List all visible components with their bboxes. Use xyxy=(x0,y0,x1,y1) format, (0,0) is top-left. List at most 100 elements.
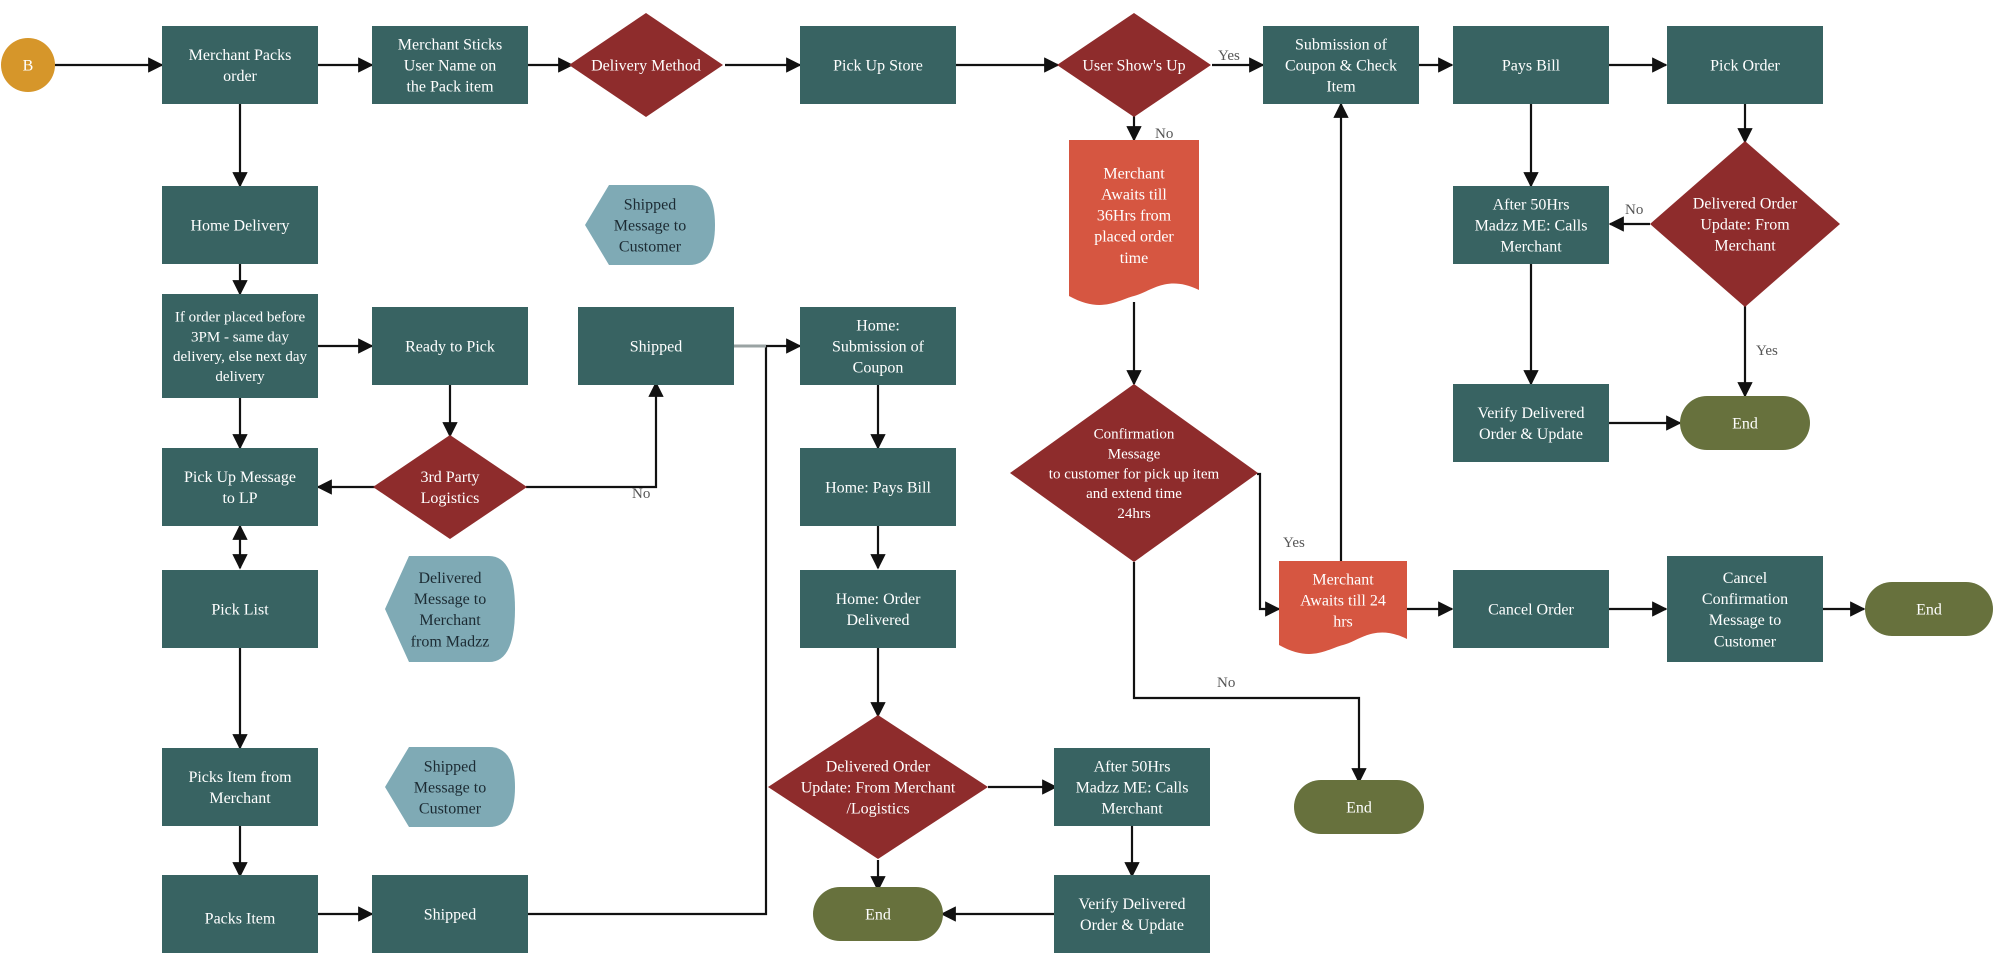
node-label: End xyxy=(865,907,891,924)
node-label: Home: Pays Bill xyxy=(825,480,931,497)
node-pick-order: Pick Order xyxy=(1667,26,1823,104)
node-shipped-mid: Shipped xyxy=(578,307,734,385)
node-packs-item: Packs Item xyxy=(162,875,318,953)
node-shape xyxy=(813,887,943,941)
edges xyxy=(55,57,1866,922)
node-shape xyxy=(162,26,318,104)
node-shape xyxy=(1453,26,1609,104)
node-shape xyxy=(372,26,528,104)
node-shipped-bottom: Shipped xyxy=(372,875,528,953)
node-label: Pick List xyxy=(211,602,269,619)
node-shape xyxy=(1650,141,1840,307)
node-label: Shipped xyxy=(424,907,476,924)
node-end-mid: End xyxy=(1294,780,1424,834)
node-start-b: B xyxy=(1,38,55,92)
node-shape xyxy=(1,38,55,92)
node-label: Ready to Pick xyxy=(405,339,495,356)
node-end-bottom: End xyxy=(813,887,943,941)
node-shape xyxy=(1667,556,1823,662)
node-shape xyxy=(1263,26,1419,104)
label-yes-delivered-top: Yes xyxy=(1756,343,1778,359)
node-user-shows-up: User Show's Up xyxy=(1057,13,1211,117)
node-label: B xyxy=(23,58,34,75)
node-shape xyxy=(1680,396,1810,450)
node-home-pays-bill: Home: Pays Bill xyxy=(800,448,956,526)
node-cancel-order: Cancel Order xyxy=(1453,570,1609,648)
node-shape xyxy=(372,875,528,953)
node-shape xyxy=(585,185,715,265)
label-no-delivered-top: No xyxy=(1625,202,1643,218)
node-shape xyxy=(162,186,318,264)
node-shape xyxy=(162,748,318,826)
node-label: Cancel Order xyxy=(1488,602,1574,619)
node-shape xyxy=(800,570,956,648)
node-shape xyxy=(372,307,528,385)
node-shape xyxy=(578,307,734,385)
node-end-right: End xyxy=(1865,582,1993,636)
node-label: Packs Item xyxy=(205,911,276,928)
node-shape xyxy=(768,715,988,859)
label-no-user-shows: No xyxy=(1155,126,1173,142)
label-yes-user-shows: Yes xyxy=(1218,48,1240,64)
node-pick-list: Pick List xyxy=(162,570,318,648)
edge-confirmation-to-awaits24 xyxy=(1257,472,1281,617)
node-shape xyxy=(1057,13,1211,117)
node-shape xyxy=(162,570,318,648)
node-shape xyxy=(1865,582,1993,636)
node-shape xyxy=(800,307,956,385)
node-shape xyxy=(385,747,515,827)
node-label: Pick Order xyxy=(1710,58,1780,75)
node-shape xyxy=(1667,26,1823,104)
node-shape xyxy=(1069,140,1199,305)
node-shape xyxy=(1453,384,1609,462)
node-shape xyxy=(1453,186,1609,264)
node-label: Pays Bill xyxy=(1502,58,1561,75)
label-no-confirmation: No xyxy=(1217,675,1235,691)
node-shape xyxy=(373,435,527,539)
node-shape xyxy=(1453,570,1609,648)
edge-confirmation-to-end xyxy=(1132,562,1367,784)
node-delivery-method: Delivery Method xyxy=(569,13,723,117)
node-label: User Show's Up xyxy=(1082,58,1185,75)
node-shape xyxy=(1010,384,1258,562)
node-label: End xyxy=(1346,800,1372,817)
edge-labels: Yes No No Yes No Yes No xyxy=(632,48,1778,691)
node-pays-bill: Pays Bill xyxy=(1453,26,1609,104)
node-shape xyxy=(1054,748,1210,826)
edge-3pl-to-shipped xyxy=(526,381,664,489)
